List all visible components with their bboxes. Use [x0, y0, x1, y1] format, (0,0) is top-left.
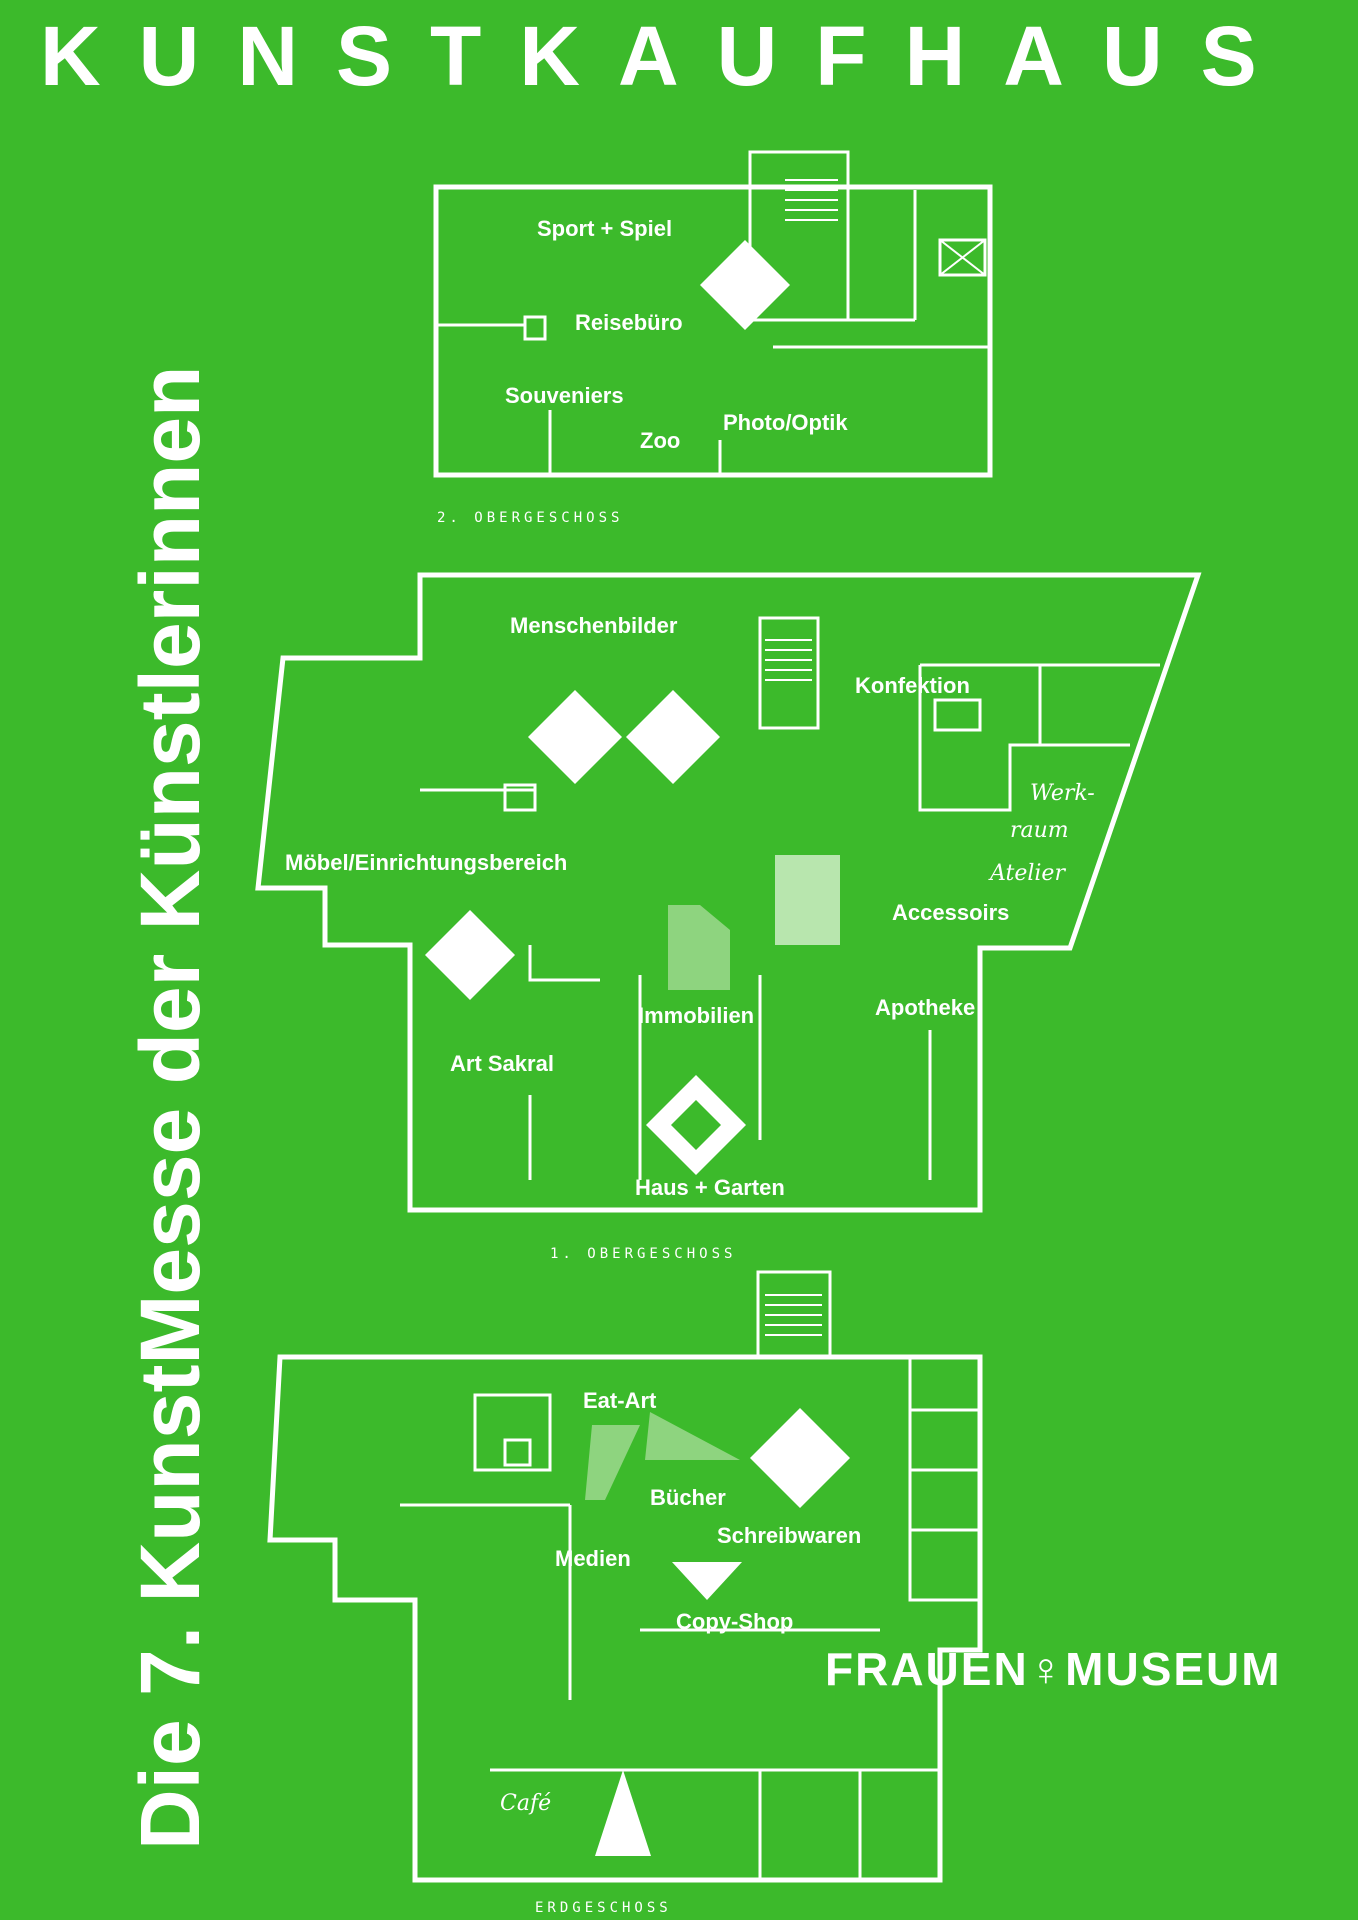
room-label: Schreibwaren	[717, 1523, 861, 1548]
exhibit-marker	[425, 910, 515, 1000]
floor-caption: ERDGESCHOSS	[535, 1900, 672, 1916]
room-label: Bücher	[650, 1485, 726, 1510]
exhibit-marker	[750, 1408, 850, 1508]
room-label: Art Sakral	[450, 1051, 554, 1076]
exhibit-marker	[528, 690, 622, 784]
exhibit-marker	[700, 240, 790, 330]
handwritten-note: Werk-	[1030, 781, 1095, 806]
exhibit-marker	[672, 1562, 742, 1600]
exhibit-image	[645, 1412, 740, 1460]
floor-caption: 1. OBERGESCHOSS	[550, 1246, 736, 1262]
plan-erdgeschoss	[267, 1270, 983, 1883]
exhibit-image	[775, 855, 840, 945]
handwritten-note: Atelier	[988, 861, 1066, 886]
room-label: Zoo	[640, 428, 680, 453]
title: KUNSTKAUFHAUS	[40, 9, 1295, 103]
exhibit-marker	[626, 690, 720, 784]
handwritten-note: raum	[1010, 818, 1069, 843]
room-label: Apotheke	[875, 995, 975, 1020]
exhibit-marker	[595, 1770, 651, 1856]
room-label: Möbel/Einrichtungsbereich	[285, 850, 567, 875]
exhibit-image	[585, 1425, 640, 1500]
exhibit-image	[668, 905, 730, 990]
room-label: Reisebüro	[575, 310, 683, 335]
room-label: Eat-Art	[583, 1388, 657, 1413]
room-label: Souveniers	[505, 383, 624, 408]
room-label: Medien	[555, 1546, 631, 1571]
room-label: Immobilien	[638, 1003, 754, 1028]
room-label: Haus + Garten	[635, 1175, 785, 1200]
handwritten-note: Café	[500, 1791, 551, 1816]
room-label: Sport + Spiel	[537, 216, 672, 241]
floor-caption: 2. OBERGESCHOSS	[437, 510, 623, 526]
room-label: Konfektion	[855, 673, 970, 698]
room-label: Accessoirs	[892, 900, 1009, 925]
frauenmuseum-logo: FRAUEN♀MUSEUM	[825, 1643, 1282, 1695]
room-label: Photo/Optik	[723, 410, 848, 435]
plan-2-obergeschoss	[433, 150, 993, 478]
room-label: Copy-Shop	[676, 1609, 793, 1634]
plan-1-obergeschoss	[255, 572, 1202, 1213]
room-label: Menschenbilder	[510, 613, 678, 638]
exhibit-marker-inner	[671, 1100, 721, 1150]
